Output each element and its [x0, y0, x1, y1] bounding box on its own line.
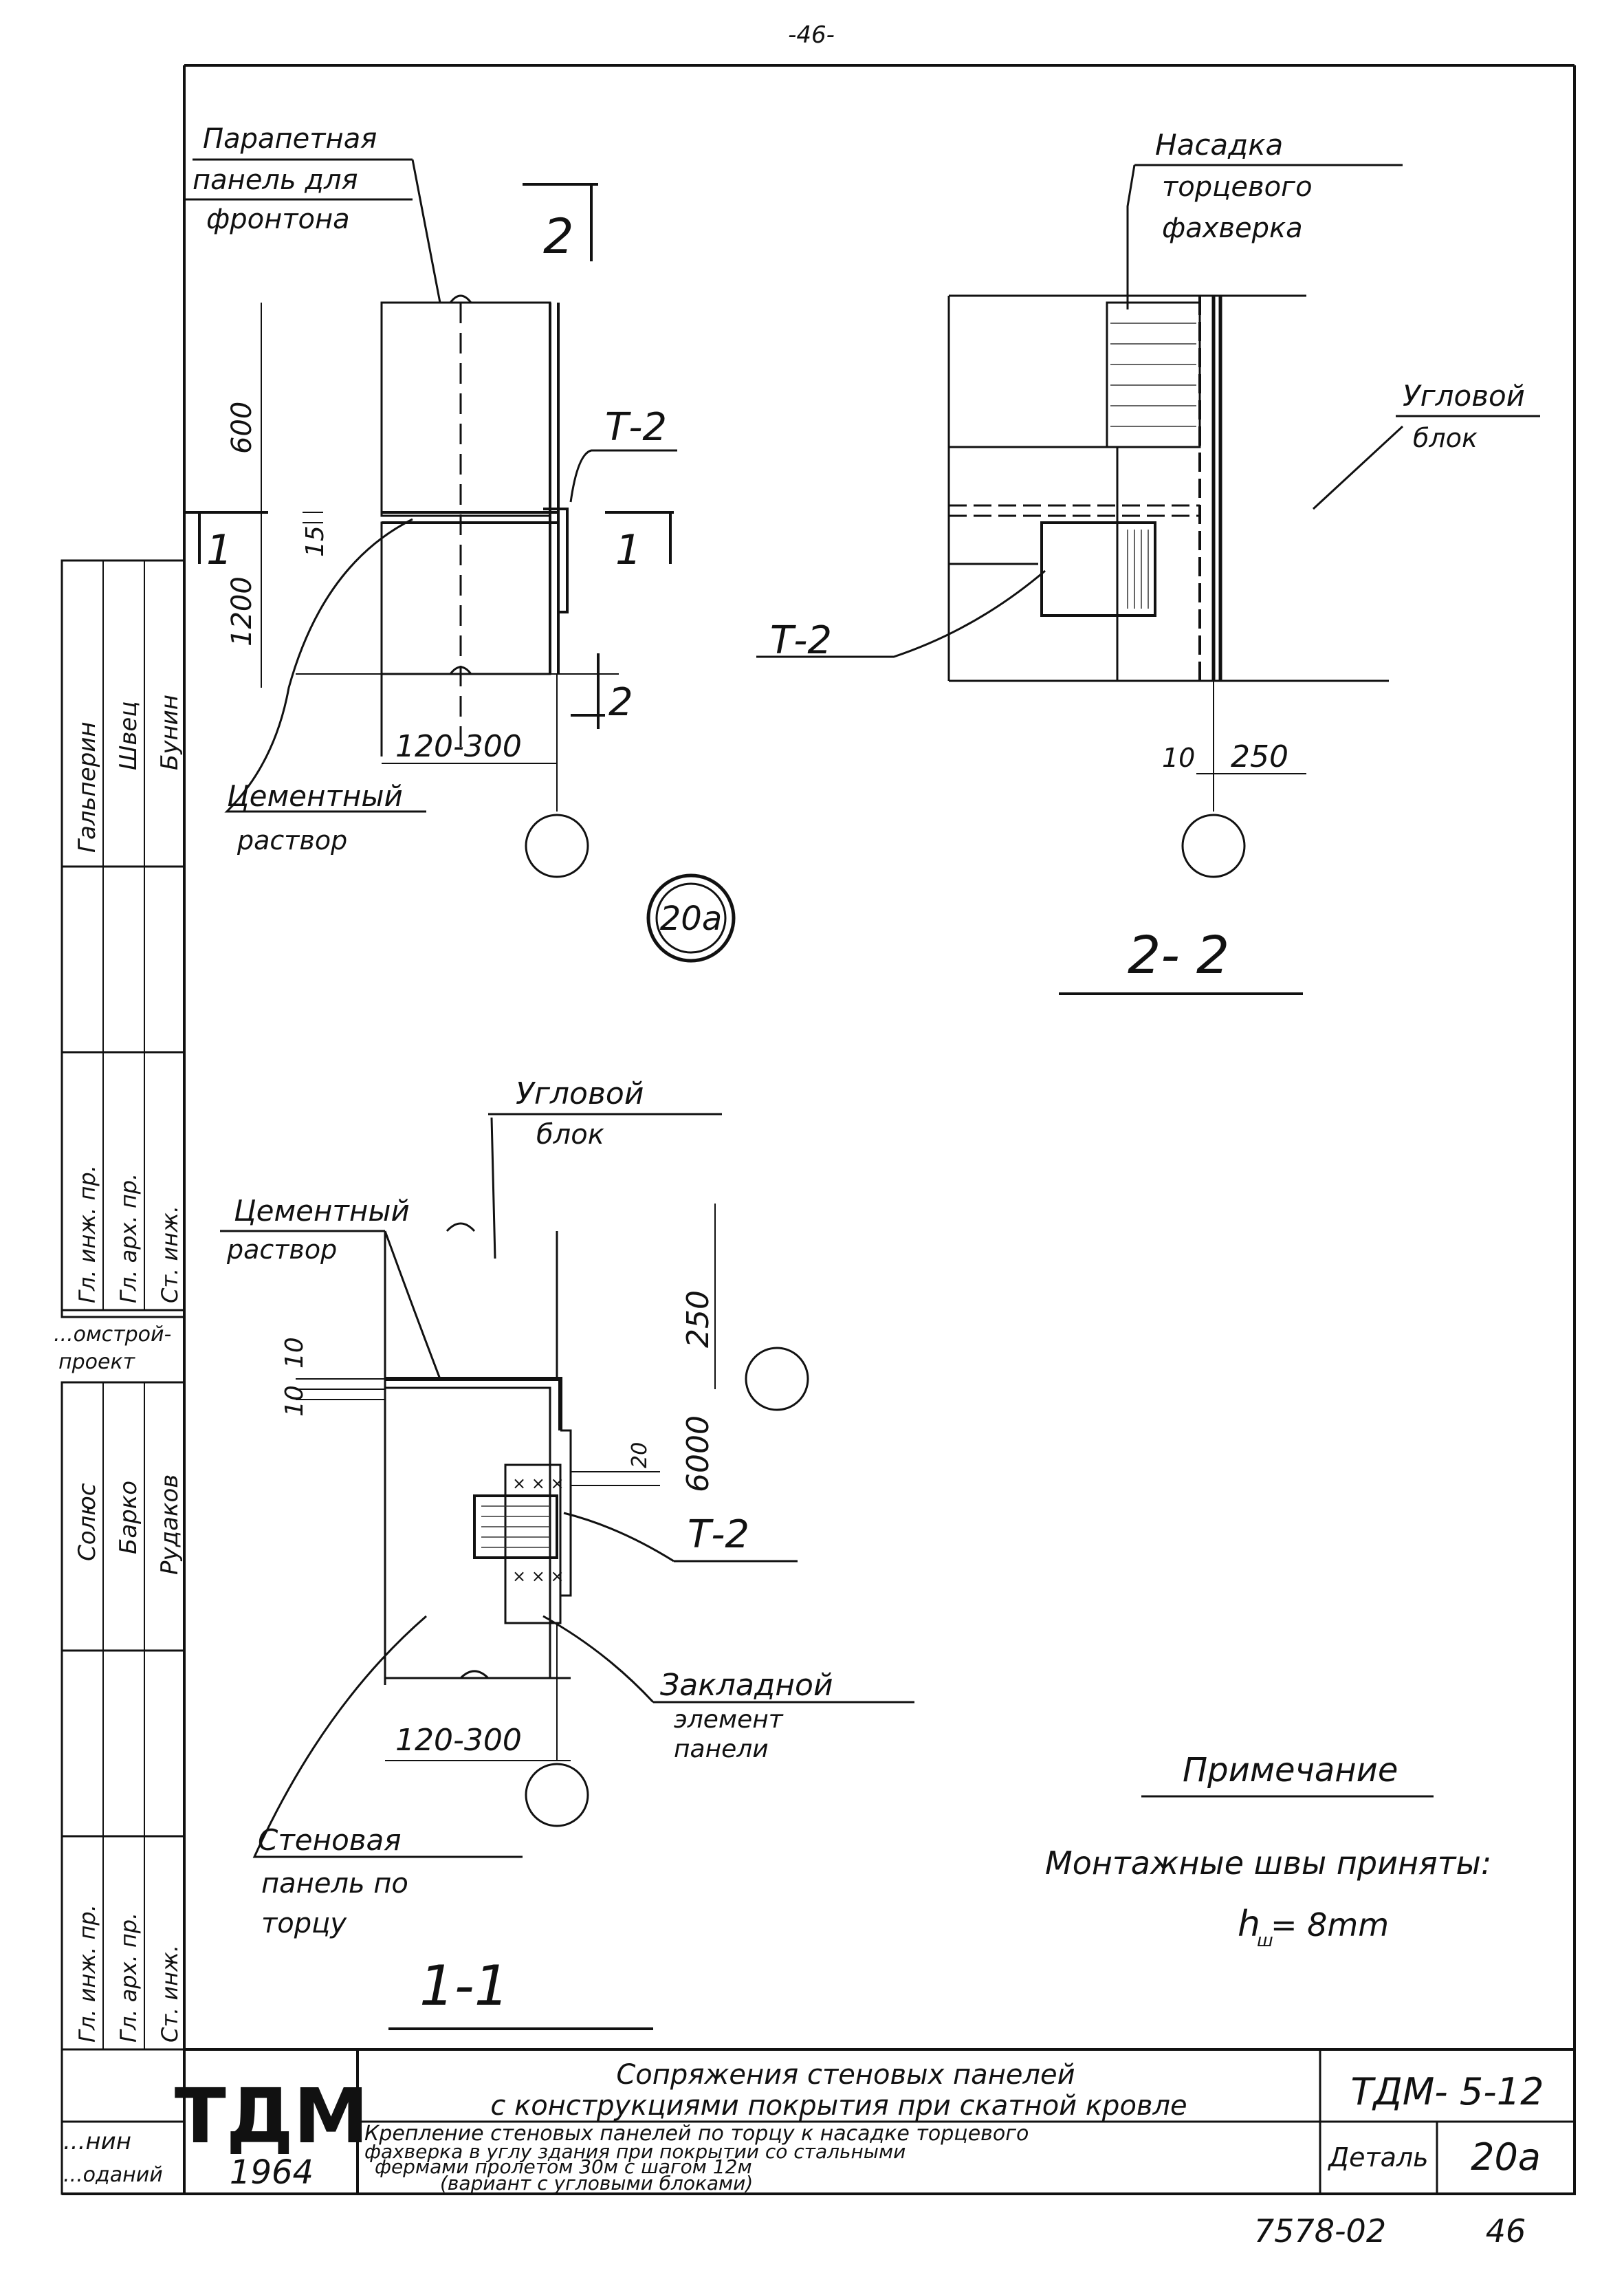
desc-line3: фермами пролетом 30м с шагом 12м	[375, 2155, 752, 2178]
callout-corner-2-2-line2: блок	[1413, 423, 1478, 453]
detail-label: Деталь	[1327, 2142, 1428, 2173]
dim-600: 600	[226, 402, 258, 454]
axis-bubble-view2	[1181, 814, 1246, 878]
callout-corner-2-2-line1: Угловой	[1403, 379, 1525, 413]
stamp-lower-role-1: Гл. инж. пр.	[74, 1904, 100, 2043]
callout-mortar-2-line1: Цементный	[234, 1194, 410, 1228]
stamp-upper-role-1: Гл. инж. пр.	[74, 1165, 100, 1303]
desc-line2: фахверка в углу здания при покрытии со с…	[364, 2140, 906, 2163]
axis-bubble-section-right	[745, 1347, 809, 1411]
callout-corner-1-line2: блок	[536, 1119, 604, 1151]
left-bottom-line1: ...нин	[63, 2128, 131, 2155]
view-1-1-title: 1-1	[419, 1954, 509, 2018]
dim-10-view2: 10	[1162, 743, 1195, 773]
dim-6000: 6000	[681, 1415, 716, 1492]
desc-line1: Крепление стеновых панелей по торцу к на…	[364, 2122, 1029, 2146]
stamp-lower-name-3: Рудаков	[156, 1474, 184, 1575]
callout-mortar-2-line2: раствор	[226, 1234, 337, 1265]
tdm-logo: ТДМ	[175, 2072, 369, 2160]
callout-cap-line3: фахверка	[1162, 213, 1303, 244]
detail-value: 20а	[1471, 2135, 1541, 2179]
stamp-lower-role-2: Гл. арх. пр.	[116, 1913, 142, 2043]
callout-embed-line1: Закладной	[660, 1668, 833, 1703]
callout-wall-line1: Стеновая	[258, 1823, 402, 1857]
section-mark-2-lower: 2	[608, 680, 633, 725]
dim-10a: 10	[281, 1337, 309, 1369]
axis-bubble-section-bottom	[525, 1763, 589, 1827]
title-code: ТДМ- 5-12	[1351, 2070, 1544, 2113]
section-mark-2: 2	[543, 208, 574, 265]
callout-embed-line2: элемент	[674, 1706, 784, 1734]
title-line2: с конструкциями покрытия при скатной кро…	[490, 2090, 1187, 2122]
note-line2-h: h	[1238, 1904, 1260, 1945]
weld-t2-view1: Т-2	[605, 405, 667, 450]
dim-15: 15	[301, 525, 329, 557]
view-section-1: Угловой блок Цементный раствор × × × × ×…	[220, 1076, 914, 2030]
page-number-top: -46-	[788, 21, 835, 49]
stamp-upper-name-3: Бунин	[156, 695, 184, 770]
callout-wall-line2: панель по	[261, 1868, 408, 1900]
note-line2-tail: = 8mm	[1271, 1906, 1389, 1944]
note-heading: Примечание	[1183, 1751, 1398, 1789]
note-block: Примечание Монтажные швы приняты: h ш = …	[1045, 1751, 1491, 1951]
callout-embed-line3: панели	[674, 1735, 769, 1763]
note-line1: Монтажные швы приняты:	[1045, 1844, 1491, 1882]
callout-parapet-line2: панель для	[193, 164, 358, 196]
detail-marker: 20а	[646, 873, 736, 963]
sheet-code: 7578-02	[1254, 2212, 1386, 2250]
view-2-2: Насадка торцевого фахверка Угловой блок …	[756, 128, 1540, 995]
stamp-lower-name-2: Барко	[115, 1481, 142, 1554]
stamp-upper-name-1: Гальперин	[74, 721, 101, 853]
dim-250-view3: 250	[681, 1290, 716, 1348]
weld-marks-bottom: × × ×	[512, 1567, 564, 1586]
title-line1: Сопряжения стеновых панелей	[616, 2059, 1075, 2091]
dim-250-view2: 250	[1231, 739, 1288, 774]
callout-parapet-line3: фронтона	[206, 204, 350, 235]
page-number-bottom: 46	[1486, 2212, 1526, 2250]
stamp-upper-role-2: Гл. арх. пр.	[116, 1173, 142, 1303]
dim-1200: 1200	[226, 576, 258, 646]
detail-marker-text: 20а	[660, 900, 723, 938]
callout-parapet-line1: Парапетная	[203, 123, 377, 155]
callout-mortar-view1-line2: раствор	[237, 825, 347, 856]
desc-line4: (вариант с угловыми блоками)	[440, 2172, 753, 2195]
stamp-org-line2: проект	[58, 1350, 136, 1374]
callout-cap-line2: торцевого	[1162, 171, 1313, 203]
dim-width-view1: 120-300	[395, 729, 522, 764]
callout-mortar-view1-line1: Цементный	[227, 779, 403, 813]
left-bottom-line2: ...оданий	[63, 2163, 163, 2187]
cut-mark-left: 1	[206, 526, 232, 574]
weld-t2-view3: Т-2	[688, 1512, 749, 1557]
stamp-lower-role-3: Ст. инж.	[157, 1945, 183, 2043]
weld-t2-view2: Т-2	[770, 618, 832, 663]
view-2-2-title: 2- 2	[1128, 924, 1229, 986]
side-stamp: Гальперин Швец Бунин Гл. инж. пр. Гл. ар…	[54, 559, 186, 2195]
title-block: ТДМ 1964 ...нин ...оданий Сопряжения сте…	[62, 2048, 1576, 2195]
callout-cap-line1: Насадка	[1155, 128, 1283, 162]
stamp-lower-name-1: Солюс	[74, 1483, 101, 1561]
stamp-upper-name-2: Швец	[115, 701, 142, 770]
title-year: 1964	[230, 2153, 314, 2192]
axis-bubble-view1	[525, 814, 589, 878]
callout-wall-line3: торцу	[261, 1908, 347, 1939]
stamp-org-line1: ...омстрой-	[54, 1322, 171, 1347]
cut-mark-right: 1	[615, 526, 641, 574]
note-line2-sub: ш	[1257, 1930, 1273, 1951]
stamp-upper-role-3: Ст. инж.	[157, 1206, 183, 1303]
dim-width-view3: 120-300	[395, 1723, 522, 1758]
view-1-1-top: Парапетная панель для фронтона 2 1 1 600…	[184, 123, 677, 878]
dim-10b: 10	[281, 1385, 309, 1417]
dim-20: 20	[628, 1442, 652, 1468]
callout-corner-1-line1: Угловой	[516, 1076, 644, 1111]
weld-marks-top: × × ×	[512, 1474, 564, 1493]
